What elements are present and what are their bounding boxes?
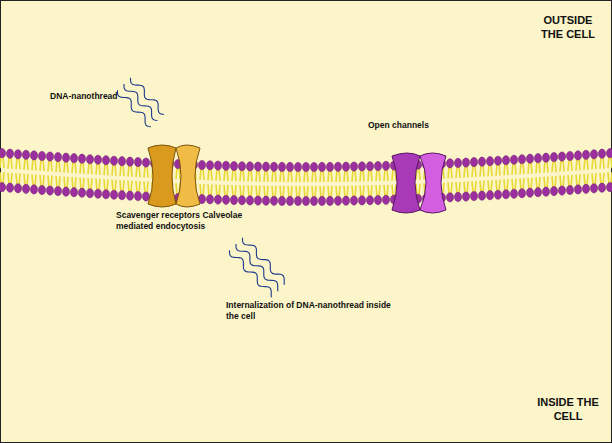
open-channel [392,153,446,213]
scavenger-receptor-channel [148,145,200,207]
region-label: INSIDE THE CELL [532,396,604,424]
process-label: Internalization of DNA-nanothread inside… [226,300,396,321]
region-label: OUTSIDE THE CELL [532,14,604,42]
part-label: DNA-nanothread [50,91,130,102]
lipid-bilayer [0,149,612,206]
part-label: Open channels [368,120,458,131]
dna-nanothread-symbol [117,78,284,298]
part-label: Scavenger receptors Calveolae mediated e… [116,210,276,231]
